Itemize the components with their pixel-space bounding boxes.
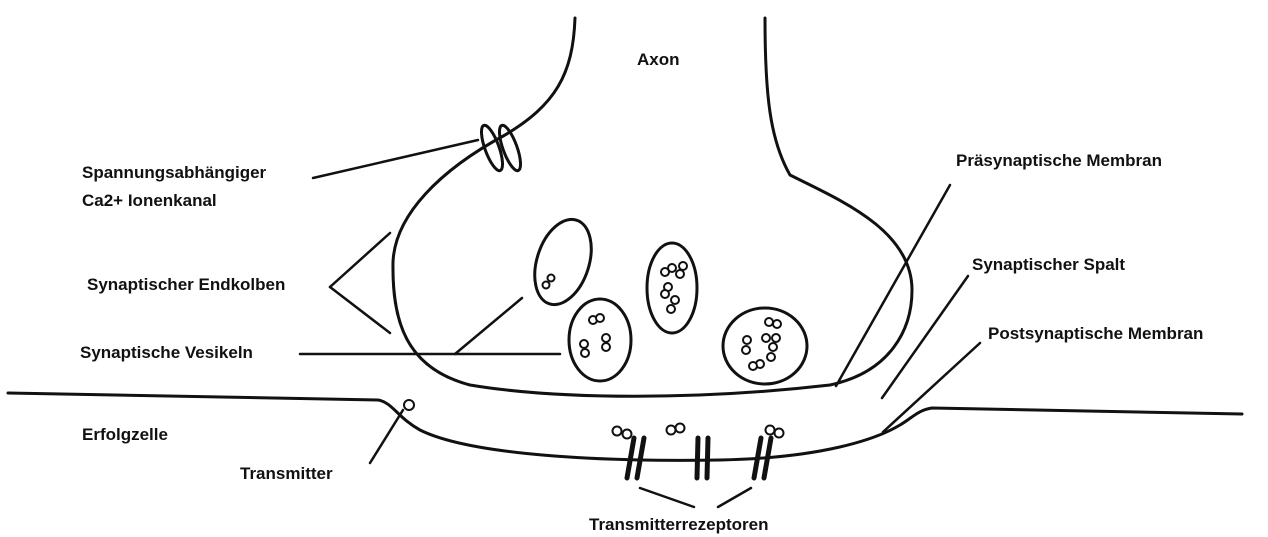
label-vesicles: Synaptische Vesikeln bbox=[80, 343, 253, 362]
label-presynaptic-membrane: Präsynaptische Membran bbox=[956, 151, 1162, 170]
label-receptors: Transmitterrezeptoren bbox=[589, 515, 769, 534]
label-axon: Axon bbox=[637, 50, 680, 69]
label-synaptic-cleft: Synaptischer Spalt bbox=[972, 255, 1125, 274]
label-transmitter: Transmitter bbox=[240, 464, 333, 483]
label-ion-channel-line2: Ca2+ Ionenkanal bbox=[82, 191, 217, 210]
postsynaptic-membrane bbox=[8, 393, 1242, 460]
label-target-cell: Erfolgzelle bbox=[82, 425, 168, 444]
synaptic-vesicle bbox=[569, 299, 631, 381]
synaptic-vesicle bbox=[525, 212, 602, 312]
label-postsynaptic-membrane: Postsynaptische Membran bbox=[988, 324, 1203, 343]
label-ion-channel-line1: Spannungsabhängiger bbox=[82, 163, 267, 182]
label-end-bulb: Synaptischer Endkolben bbox=[87, 275, 285, 294]
